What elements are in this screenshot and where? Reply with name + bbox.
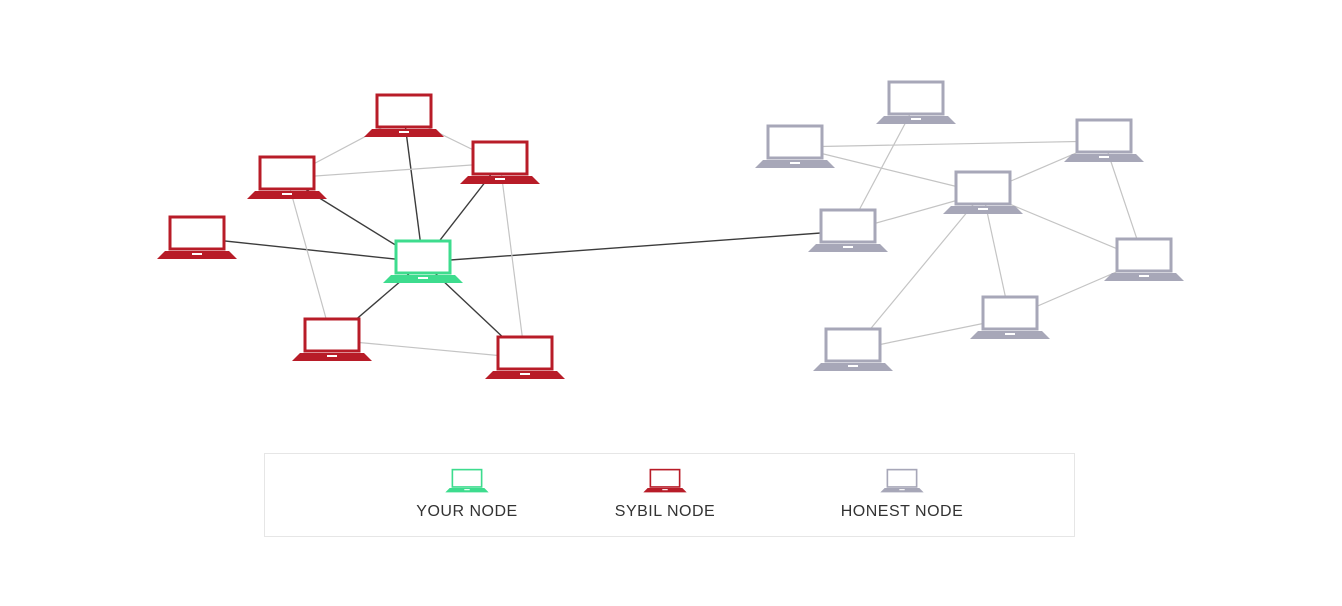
- sybil-node-laptop-icon: [485, 335, 565, 379]
- honest-node-laptop-icon: [970, 295, 1050, 339]
- edge-you-s4: [196, 237, 424, 263]
- edge-h3-h4: [794, 146, 984, 194]
- laptop-icon: [643, 468, 687, 493]
- edge-h3-h5: [794, 140, 1105, 148]
- laptop-icon: [445, 468, 489, 493]
- honest-node-laptop-icon: [813, 327, 893, 371]
- edge-s2-s3: [286, 162, 501, 179]
- edge-s3-s6: [499, 162, 526, 359]
- sybil-node-laptop-icon: [292, 317, 372, 361]
- sybil-node-laptop-icon: [247, 155, 327, 199]
- honest-node-laptop-icon: [755, 124, 835, 168]
- legend-your-node: YOUR NODE: [377, 454, 557, 538]
- sybil-node-laptop-icon: [460, 140, 540, 184]
- legend-sybil-node-label: SYBIL NODE: [614, 503, 716, 520]
- edge-you-h2: [422, 230, 849, 263]
- laptop-icon: [880, 468, 924, 493]
- sybil-node-laptop-icon: [157, 215, 237, 259]
- edge-h4-h8: [852, 192, 984, 351]
- legend: YOUR NODE SYBIL NODE HONEST NODE: [264, 453, 1075, 537]
- legend-honest-node-label: HONEST NODE: [840, 503, 964, 520]
- network-diagram: [157, 80, 1184, 379]
- honest-node-laptop-icon: [876, 80, 956, 124]
- honest-node-laptop-icon: [1064, 118, 1144, 162]
- honest-node-laptop-icon: [1104, 237, 1184, 281]
- edge-s2-s5: [286, 177, 333, 341]
- edge-you-s1: [403, 115, 424, 263]
- node-layer: [157, 80, 1184, 379]
- legend-honest-node: HONEST NODE: [802, 454, 1002, 538]
- honest-node-laptop-icon: [943, 170, 1023, 214]
- sybil-node-laptop-icon: [364, 93, 444, 137]
- legend-your-node-label: YOUR NODE: [416, 503, 518, 520]
- edge-s5-s6: [331, 339, 526, 359]
- honest-node-laptop-icon: [808, 208, 888, 252]
- your-node-laptop-icon: [383, 239, 463, 283]
- legend-sybil-node: SYBIL NODE: [575, 454, 755, 538]
